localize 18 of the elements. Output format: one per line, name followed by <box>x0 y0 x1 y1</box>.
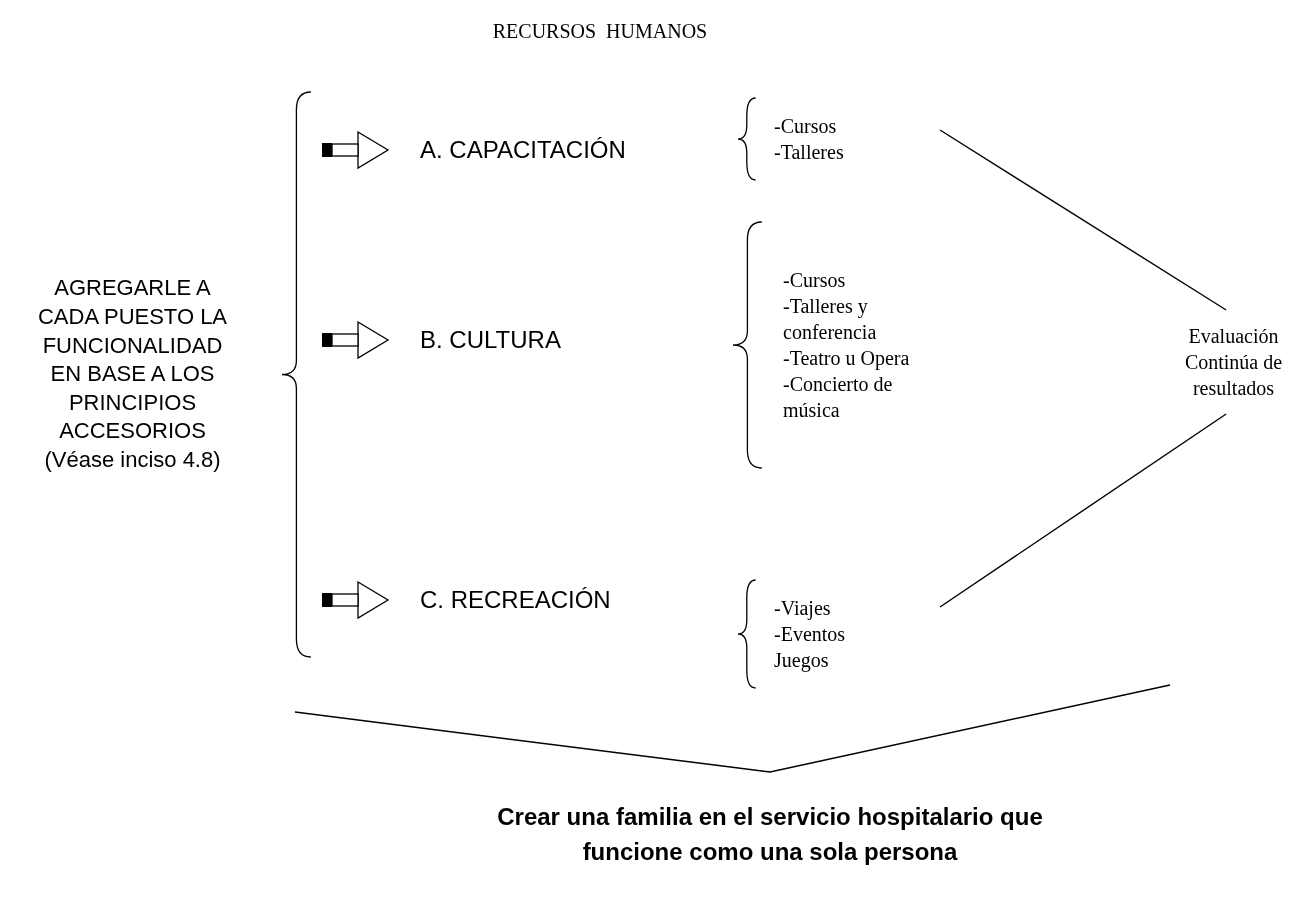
side-text: AGREGARLE A CADA PUESTO LA FUNCIONALIDAD EN BASE A LOS PRINCIPIOS ACCESORIOS (Véase inciso 4.8) <box>36 274 229 474</box>
connector-line <box>939 413 1227 608</box>
list-item: -Viajes <box>774 597 831 619</box>
branch-heading: C. RECREACIÓN <box>420 586 611 613</box>
list-item: -Concierto de música <box>783 373 893 421</box>
list-item: -Cursos <box>783 269 846 291</box>
list-item: -Cursos <box>774 115 837 137</box>
branch-heading: A. CAPACITACIÓN <box>420 136 626 163</box>
branch-heading: B. CULTURA <box>420 326 561 353</box>
connector-line <box>939 129 1227 311</box>
note-text: Evaluación Continúa de resultados <box>1183 324 1284 401</box>
list-item: -Eventos <box>774 623 846 645</box>
diagram-title: RECURSOS HUMANOS <box>491 20 709 43</box>
list-item: -Talleres y conferencia <box>783 295 877 343</box>
list-item: -Talleres <box>774 141 844 163</box>
list-item: Juegos <box>774 649 829 671</box>
list-item: -Teatro u Opera <box>783 347 910 369</box>
conclusion-text: Crear una familia en el servicio hospitalario que funcione como una sola persona <box>496 802 1044 867</box>
